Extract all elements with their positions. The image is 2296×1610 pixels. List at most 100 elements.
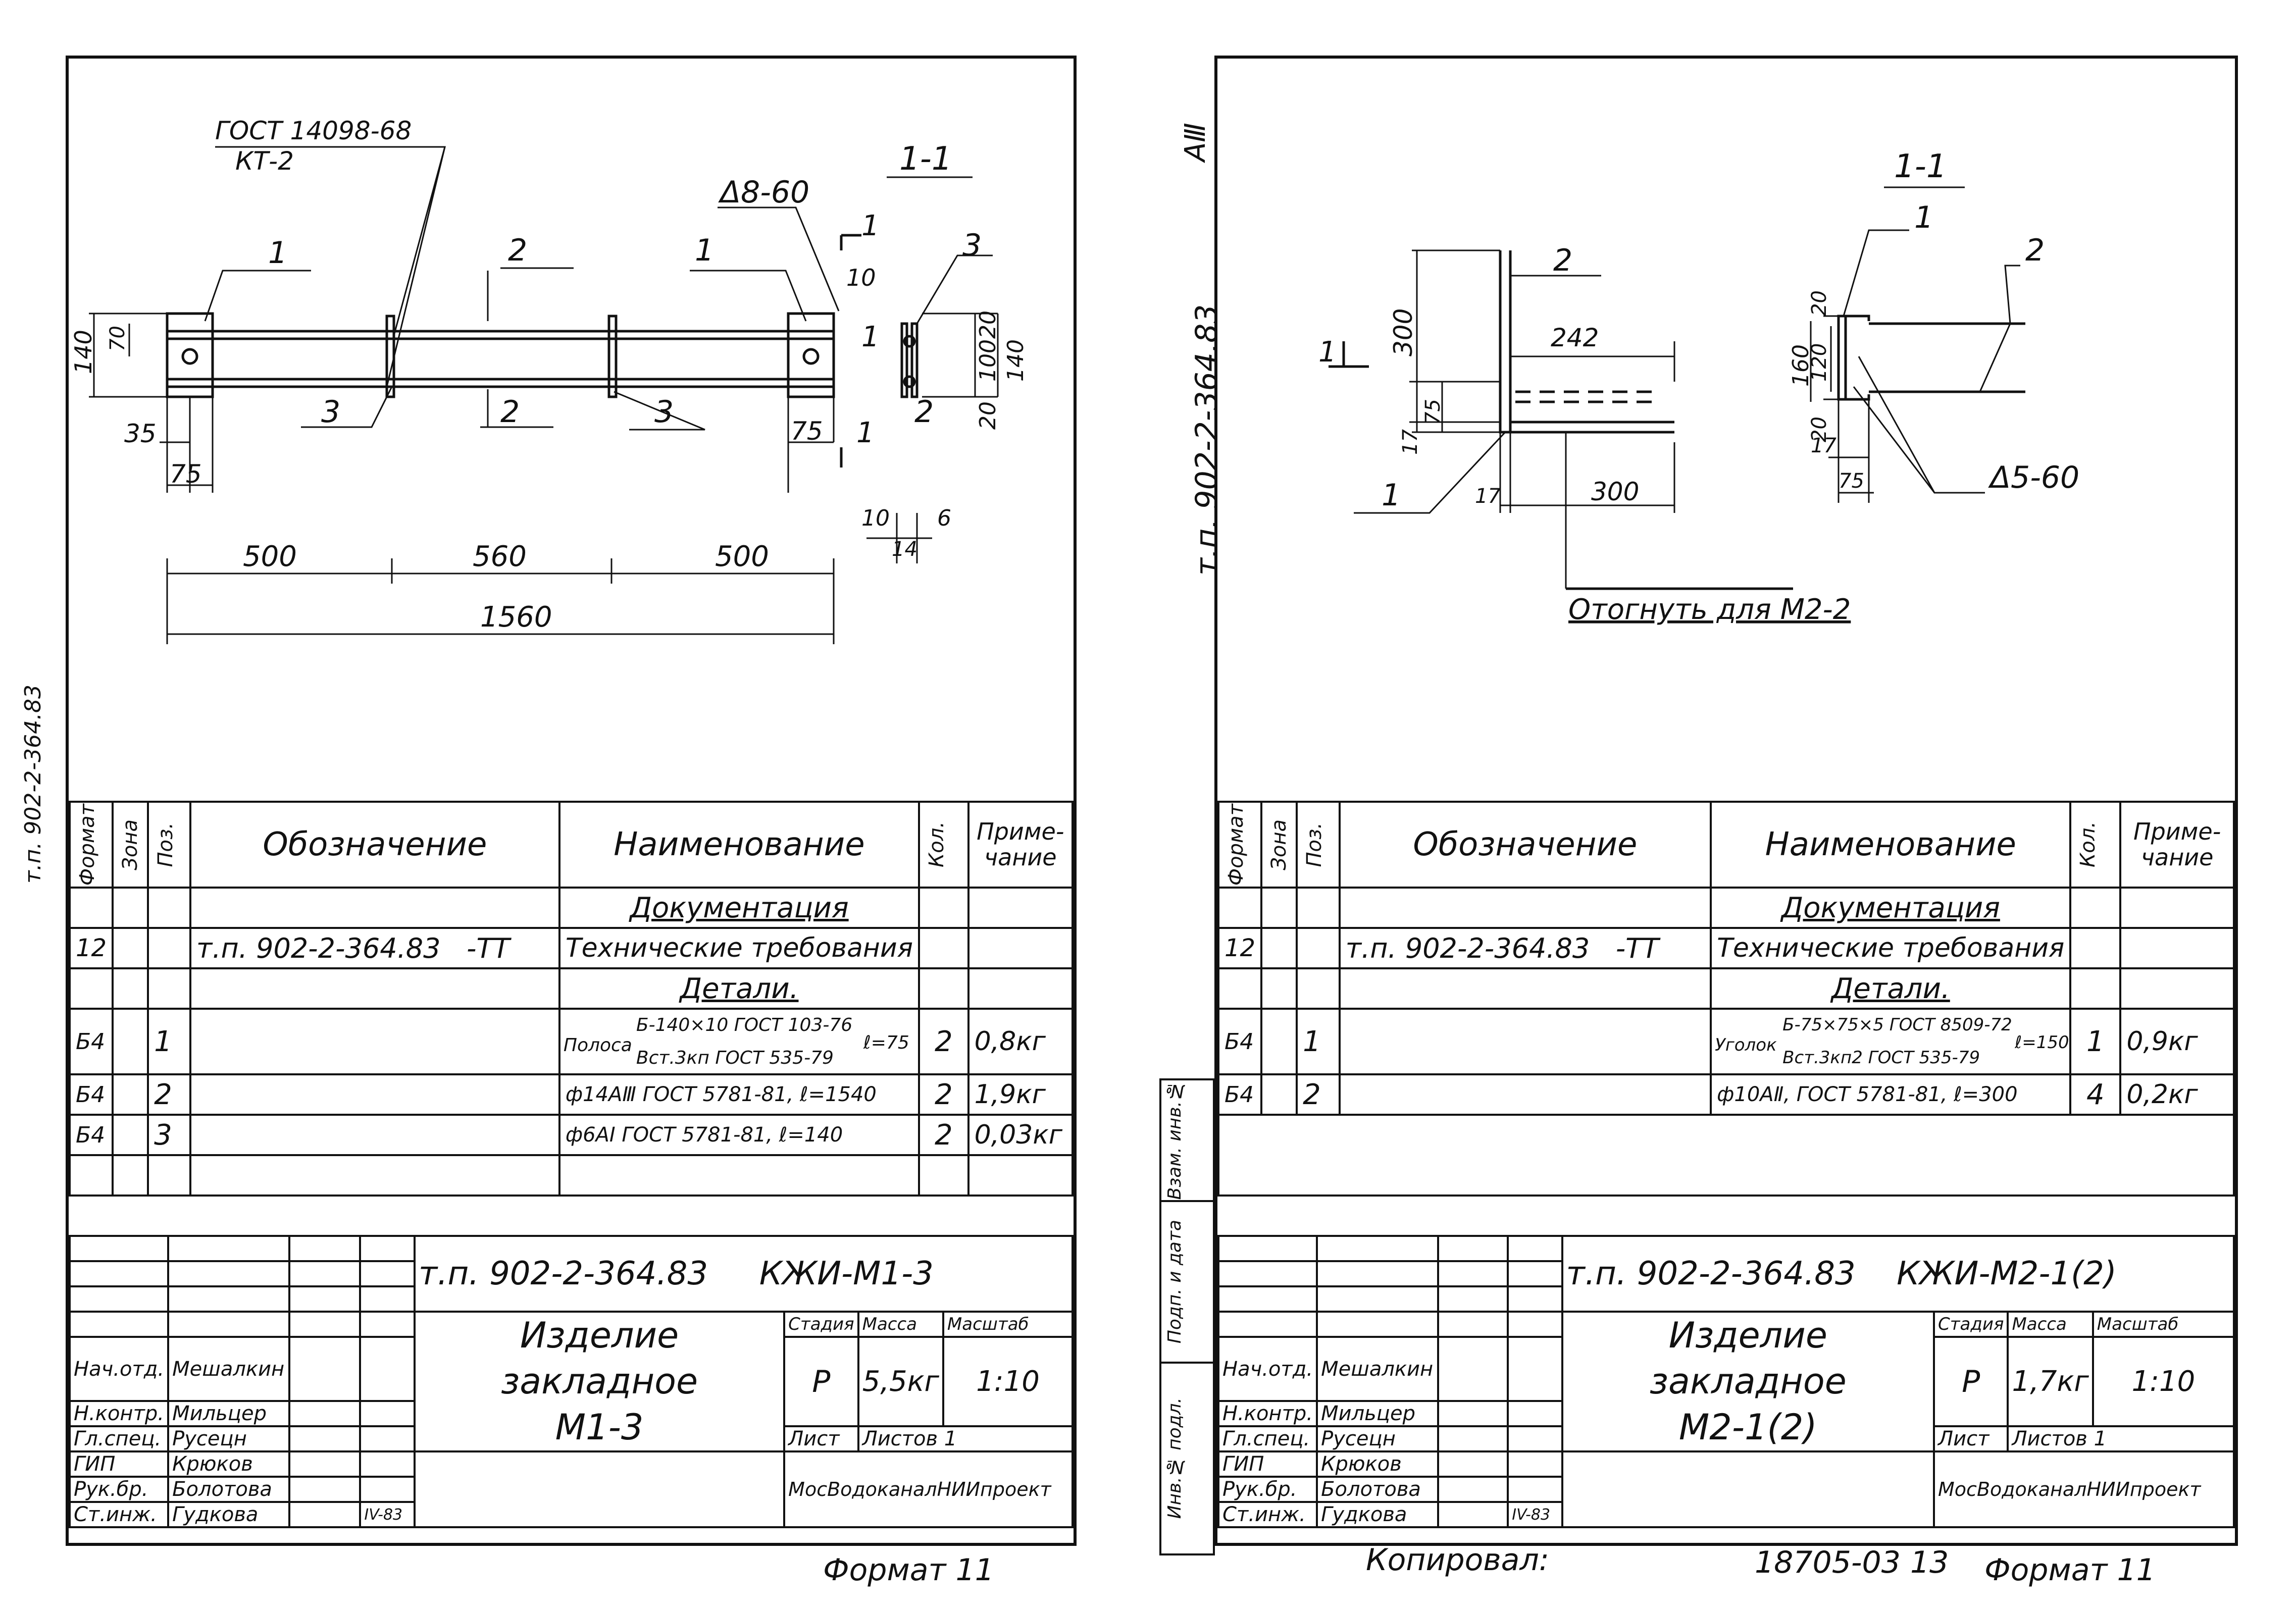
title-line2: М2-1(2) (1678, 1407, 1817, 1448)
copied-by-label: Копировал: (1366, 1542, 1550, 1578)
row-qty: 4 (2069, 1073, 2122, 1116)
role: Нач.отд. (1217, 1336, 1318, 1402)
pos-label: 2 (500, 394, 520, 430)
row-designation: т.п. 902-2-364.83 (1345, 932, 1590, 964)
person: Крюков (1316, 1450, 1439, 1478)
stage-header: Стадия (783, 1311, 859, 1338)
pos-label: 1 (1914, 200, 1933, 235)
left-drawing: ГОСТ 14098-68 КТ-2 1-1 Δ8-60 1 2 3 1 2 3… (70, 116, 1029, 644)
section-1-1-title: 1-1 (1894, 148, 1947, 185)
row-name: ф10АⅡ, ГОСТ 5781-81, ℓ=300 (1710, 1073, 2072, 1116)
role: ГИП (1217, 1450, 1318, 1478)
row-qty: 1 (2069, 1008, 2122, 1075)
dim-label: 140 (1003, 339, 1029, 382)
right-title-block: т.п. 902-2-364.83 КЖИ-М2-1(2) Изделие за… (1217, 1235, 2235, 1528)
row-note: 0,2кг (2119, 1073, 2235, 1116)
date: IV-83 (359, 1501, 416, 1528)
role: Ст.инж. (68, 1501, 170, 1528)
role: ГИП (68, 1450, 170, 1478)
pos-label: 1 (695, 233, 714, 268)
doc-code: т.п. 902-2-364.83 (1566, 1255, 1856, 1292)
side-label: Подп. и дата (1164, 1219, 1185, 1344)
title-line1: Изделие закладное (1649, 1315, 1847, 1402)
row-note: 0,9кг (2119, 1008, 2235, 1075)
dim-label: 75 (1839, 470, 1864, 493)
dim-label: 560 (473, 540, 527, 573)
person: Русецн (1316, 1425, 1439, 1452)
col-qty: Кол. (2076, 821, 2100, 868)
inventory-number: 18705-03 13 (1755, 1545, 1949, 1580)
role: Нач.отд. (68, 1336, 170, 1402)
pos-label: 1 (1382, 478, 1401, 513)
gost-label: ГОСТ 14098-68 (215, 116, 412, 145)
row-name-length: ℓ=75 (863, 1032, 909, 1053)
right-sheet: 1-1 Δ5-60 Отогнуть для М2-2 2 1 1 2 1 30… (1159, 56, 2238, 1555)
dim-label: 20 (1808, 417, 1831, 442)
top-right-mark: АⅢ (1179, 123, 1212, 162)
weld-label: Δ5-60 (1988, 460, 2079, 495)
col-note: Приме-чание (967, 801, 1074, 889)
dim-label: 10 (861, 505, 890, 531)
person: Мешалкин (1316, 1336, 1439, 1402)
person: Болотова (167, 1476, 290, 1503)
mass-header: Масса (2007, 1311, 2094, 1338)
dim-label: 75 (791, 417, 823, 446)
pos-label: 3 (962, 228, 982, 263)
mass-header: Масса (857, 1311, 944, 1338)
row-pos: 2 (1296, 1073, 1341, 1116)
col-qty: Кол. (925, 821, 948, 868)
person: Гудкова (1316, 1501, 1439, 1528)
col-designation: Обозначение (1338, 801, 1712, 889)
person: Русецн (167, 1425, 290, 1452)
row-name: ф6АⅠ ГОСТ 5781-81, ℓ=140 (558, 1114, 921, 1156)
dim-label: 17 (1475, 485, 1501, 508)
doc-code: т.п. 902-2-364.83 (418, 1255, 708, 1292)
row-format: Б4 (1217, 1073, 1263, 1116)
cut-mark-label: 1 (861, 210, 880, 242)
dim-label: 160 (1788, 344, 1814, 387)
dim-label: 300 (1389, 308, 1418, 356)
person: Мильцер (1316, 1400, 1439, 1427)
dim-label: 20 (1808, 290, 1831, 316)
row-name: Технические требования (558, 927, 921, 969)
right-side-stamp: Взам. инв.№ Подп. и дата Инв.№ подл. (1159, 1078, 1215, 1555)
row-pos: 2 (147, 1073, 191, 1116)
dim-label: 70 (106, 326, 129, 351)
cut-mark-label: 1 (1318, 336, 1337, 369)
dim-label: 35 (124, 419, 157, 448)
title-line2: М1-3 (555, 1407, 644, 1448)
left-format-label: Формат 11 (823, 1552, 994, 1588)
pos-label: 2 (2025, 233, 2045, 268)
role: Гл.спец. (68, 1425, 170, 1452)
section-1-1-title: 1-1 (899, 140, 952, 178)
row-format: Б4 (68, 1114, 114, 1156)
role: Н.контр. (68, 1400, 170, 1427)
section-parts: Детали. (1710, 967, 2072, 1010)
scale-header: Масштаб (942, 1311, 1074, 1338)
row-name-bottom: Вст.3кп ГОСТ 535-79 (636, 1048, 834, 1068)
person: Мильцер (167, 1400, 290, 1427)
pos-label: 1 (268, 235, 287, 271)
dim-label: 17 (1811, 434, 1836, 457)
row-format: Б4 (1217, 1008, 1263, 1075)
row-designation: т.п. 902-2-364.83 (196, 932, 441, 964)
person: Мешалкин (167, 1336, 290, 1402)
person: Болотова (1316, 1476, 1439, 1503)
dim-label: 17 (1399, 429, 1422, 455)
row-name: Технические требования (1710, 927, 2072, 969)
row-format: 12 (68, 927, 114, 969)
col-zone: Зона (1267, 819, 1291, 870)
section-documentation: Документация (558, 887, 921, 929)
row-pos: 1 (1296, 1008, 1341, 1075)
right-drawing: 1-1 Δ5-60 Отогнуть для М2-2 2 1 1 2 1 30… (1318, 148, 2079, 626)
sheets-count: Листов 1 (2007, 1425, 2235, 1452)
dim-label: 14 (892, 538, 917, 561)
row-name-bottom: Вст.3кп2 ГОСТ 535-79 (1782, 1048, 1980, 1068)
role: Ст.инж. (1217, 1501, 1318, 1528)
left-spec-table: Формат Зона Поз. Обозначение Наименовани… (68, 801, 1074, 1197)
row-note: 0,03кг (967, 1114, 1074, 1156)
role: Рук.бр. (68, 1476, 170, 1503)
stage-value: Р (1933, 1336, 2009, 1427)
row-pos: 3 (147, 1114, 191, 1156)
row-name-length: ℓ=150 (2015, 1032, 2069, 1053)
